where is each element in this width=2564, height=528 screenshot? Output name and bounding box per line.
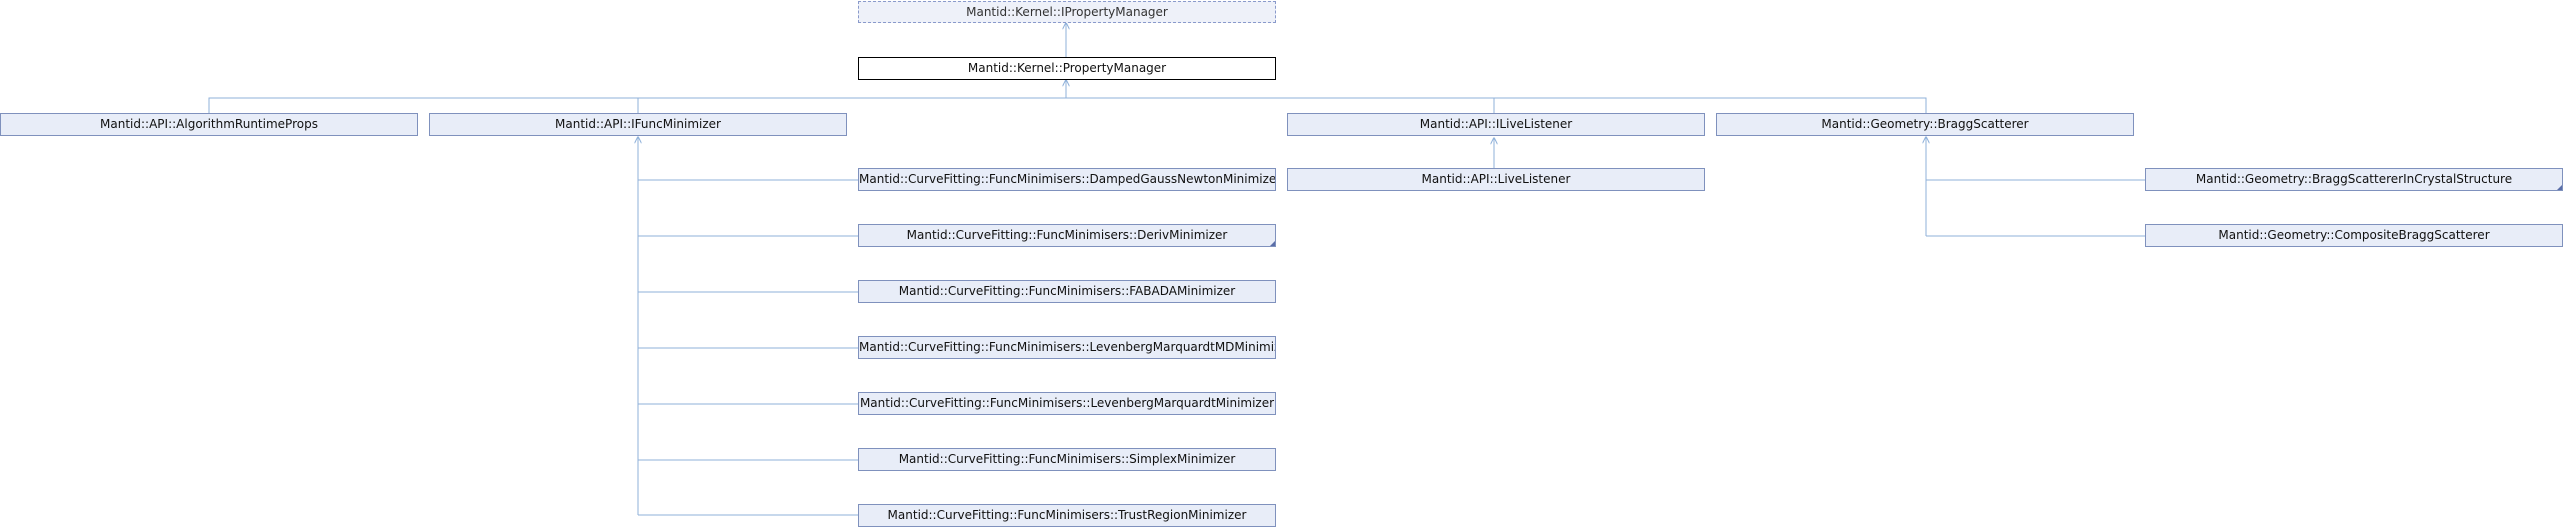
- node-label: Mantid::CurveFitting::FuncMinimisers::Da…: [859, 172, 1276, 186]
- node-label: Mantid::API::AlgorithmRuntimeProps: [100, 117, 318, 131]
- node-levenbergmarquardtmdminimizer[interactable]: Mantid::CurveFitting::FuncMinimisers::Le…: [858, 336, 1276, 359]
- node-trustregionminimizer[interactable]: Mantid::CurveFitting::FuncMinimisers::Tr…: [858, 504, 1276, 527]
- node-label: Mantid::CurveFitting::FuncMinimisers::De…: [906, 228, 1228, 242]
- node-label: Mantid::CurveFitting::FuncMinimisers::Si…: [898, 452, 1236, 466]
- node-algorithmruntimeprops[interactable]: Mantid::API::AlgorithmRuntimeProps: [0, 113, 418, 136]
- node-label: Mantid::CurveFitting::FuncMinimisers::Tr…: [887, 508, 1247, 522]
- node-ipropertymanager[interactable]: Mantid::Kernel::IPropertyManager: [858, 1, 1276, 23]
- node-label: Mantid::CurveFitting::FuncMinimisers::Le…: [859, 340, 1276, 354]
- node-label: Mantid::Geometry::CompositeBraggScattere…: [2218, 228, 2490, 242]
- node-label: Mantid::Geometry::BraggScattererInCrysta…: [2195, 172, 2513, 186]
- has-children-icon: [1270, 241, 1275, 246]
- node-dampedgaussnewtonminimizer[interactable]: Mantid::CurveFitting::FuncMinimisers::Da…: [858, 168, 1276, 191]
- has-children-icon: [2557, 185, 2562, 190]
- node-compositebraggscatterer[interactable]: Mantid::Geometry::CompositeBraggScattere…: [2145, 224, 2563, 247]
- node-propertymanager[interactable]: Mantid::Kernel::PropertyManager: [858, 57, 1276, 80]
- edge-bragg-children: [1925, 138, 2145, 237]
- node-label: Mantid::API::LiveListener: [1421, 172, 1571, 186]
- node-fabadaminimizer[interactable]: Mantid::CurveFitting::FuncMinimisers::FA…: [858, 280, 1276, 303]
- node-simplexminimizer[interactable]: Mantid::CurveFitting::FuncMinimisers::Si…: [858, 448, 1276, 471]
- node-ilivelistener[interactable]: Mantid::API::ILiveListener: [1287, 113, 1705, 136]
- node-label: Mantid::API::ILiveListener: [1419, 117, 1573, 131]
- node-label: Mantid::Geometry::BraggScatterer: [1821, 117, 2029, 131]
- node-braggscatterer[interactable]: Mantid::Geometry::BraggScatterer: [1716, 113, 2134, 136]
- node-label: Mantid::CurveFitting::FuncMinimisers::FA…: [898, 284, 1236, 298]
- node-label: Mantid::API::IFuncMinimizer: [555, 117, 721, 131]
- node-label: Mantid::Kernel::PropertyManager: [967, 61, 1167, 75]
- node-livelistener[interactable]: Mantid::API::LiveListener: [1287, 168, 1705, 191]
- node-label: Mantid::Kernel::IPropertyManager: [966, 5, 1168, 19]
- node-derivminimizer[interactable]: Mantid::CurveFitting::FuncMinimisers::De…: [858, 224, 1276, 247]
- node-ifuncminimizer[interactable]: Mantid::API::IFuncMinimizer: [429, 113, 847, 136]
- node-braggscattererincrystalstructure[interactable]: Mantid::Geometry::BraggScattererInCrysta…: [2145, 168, 2563, 191]
- edge-tier2-propertymanager: [208, 80, 1927, 113]
- node-levenbergmarquardtminimizer[interactable]: Mantid::CurveFitting::FuncMinimisers::Le…: [858, 392, 1276, 415]
- node-label: Mantid::CurveFitting::FuncMinimisers::Le…: [859, 396, 1275, 410]
- edge-funcminimizers-ifuncminimizer: [637, 138, 858, 516]
